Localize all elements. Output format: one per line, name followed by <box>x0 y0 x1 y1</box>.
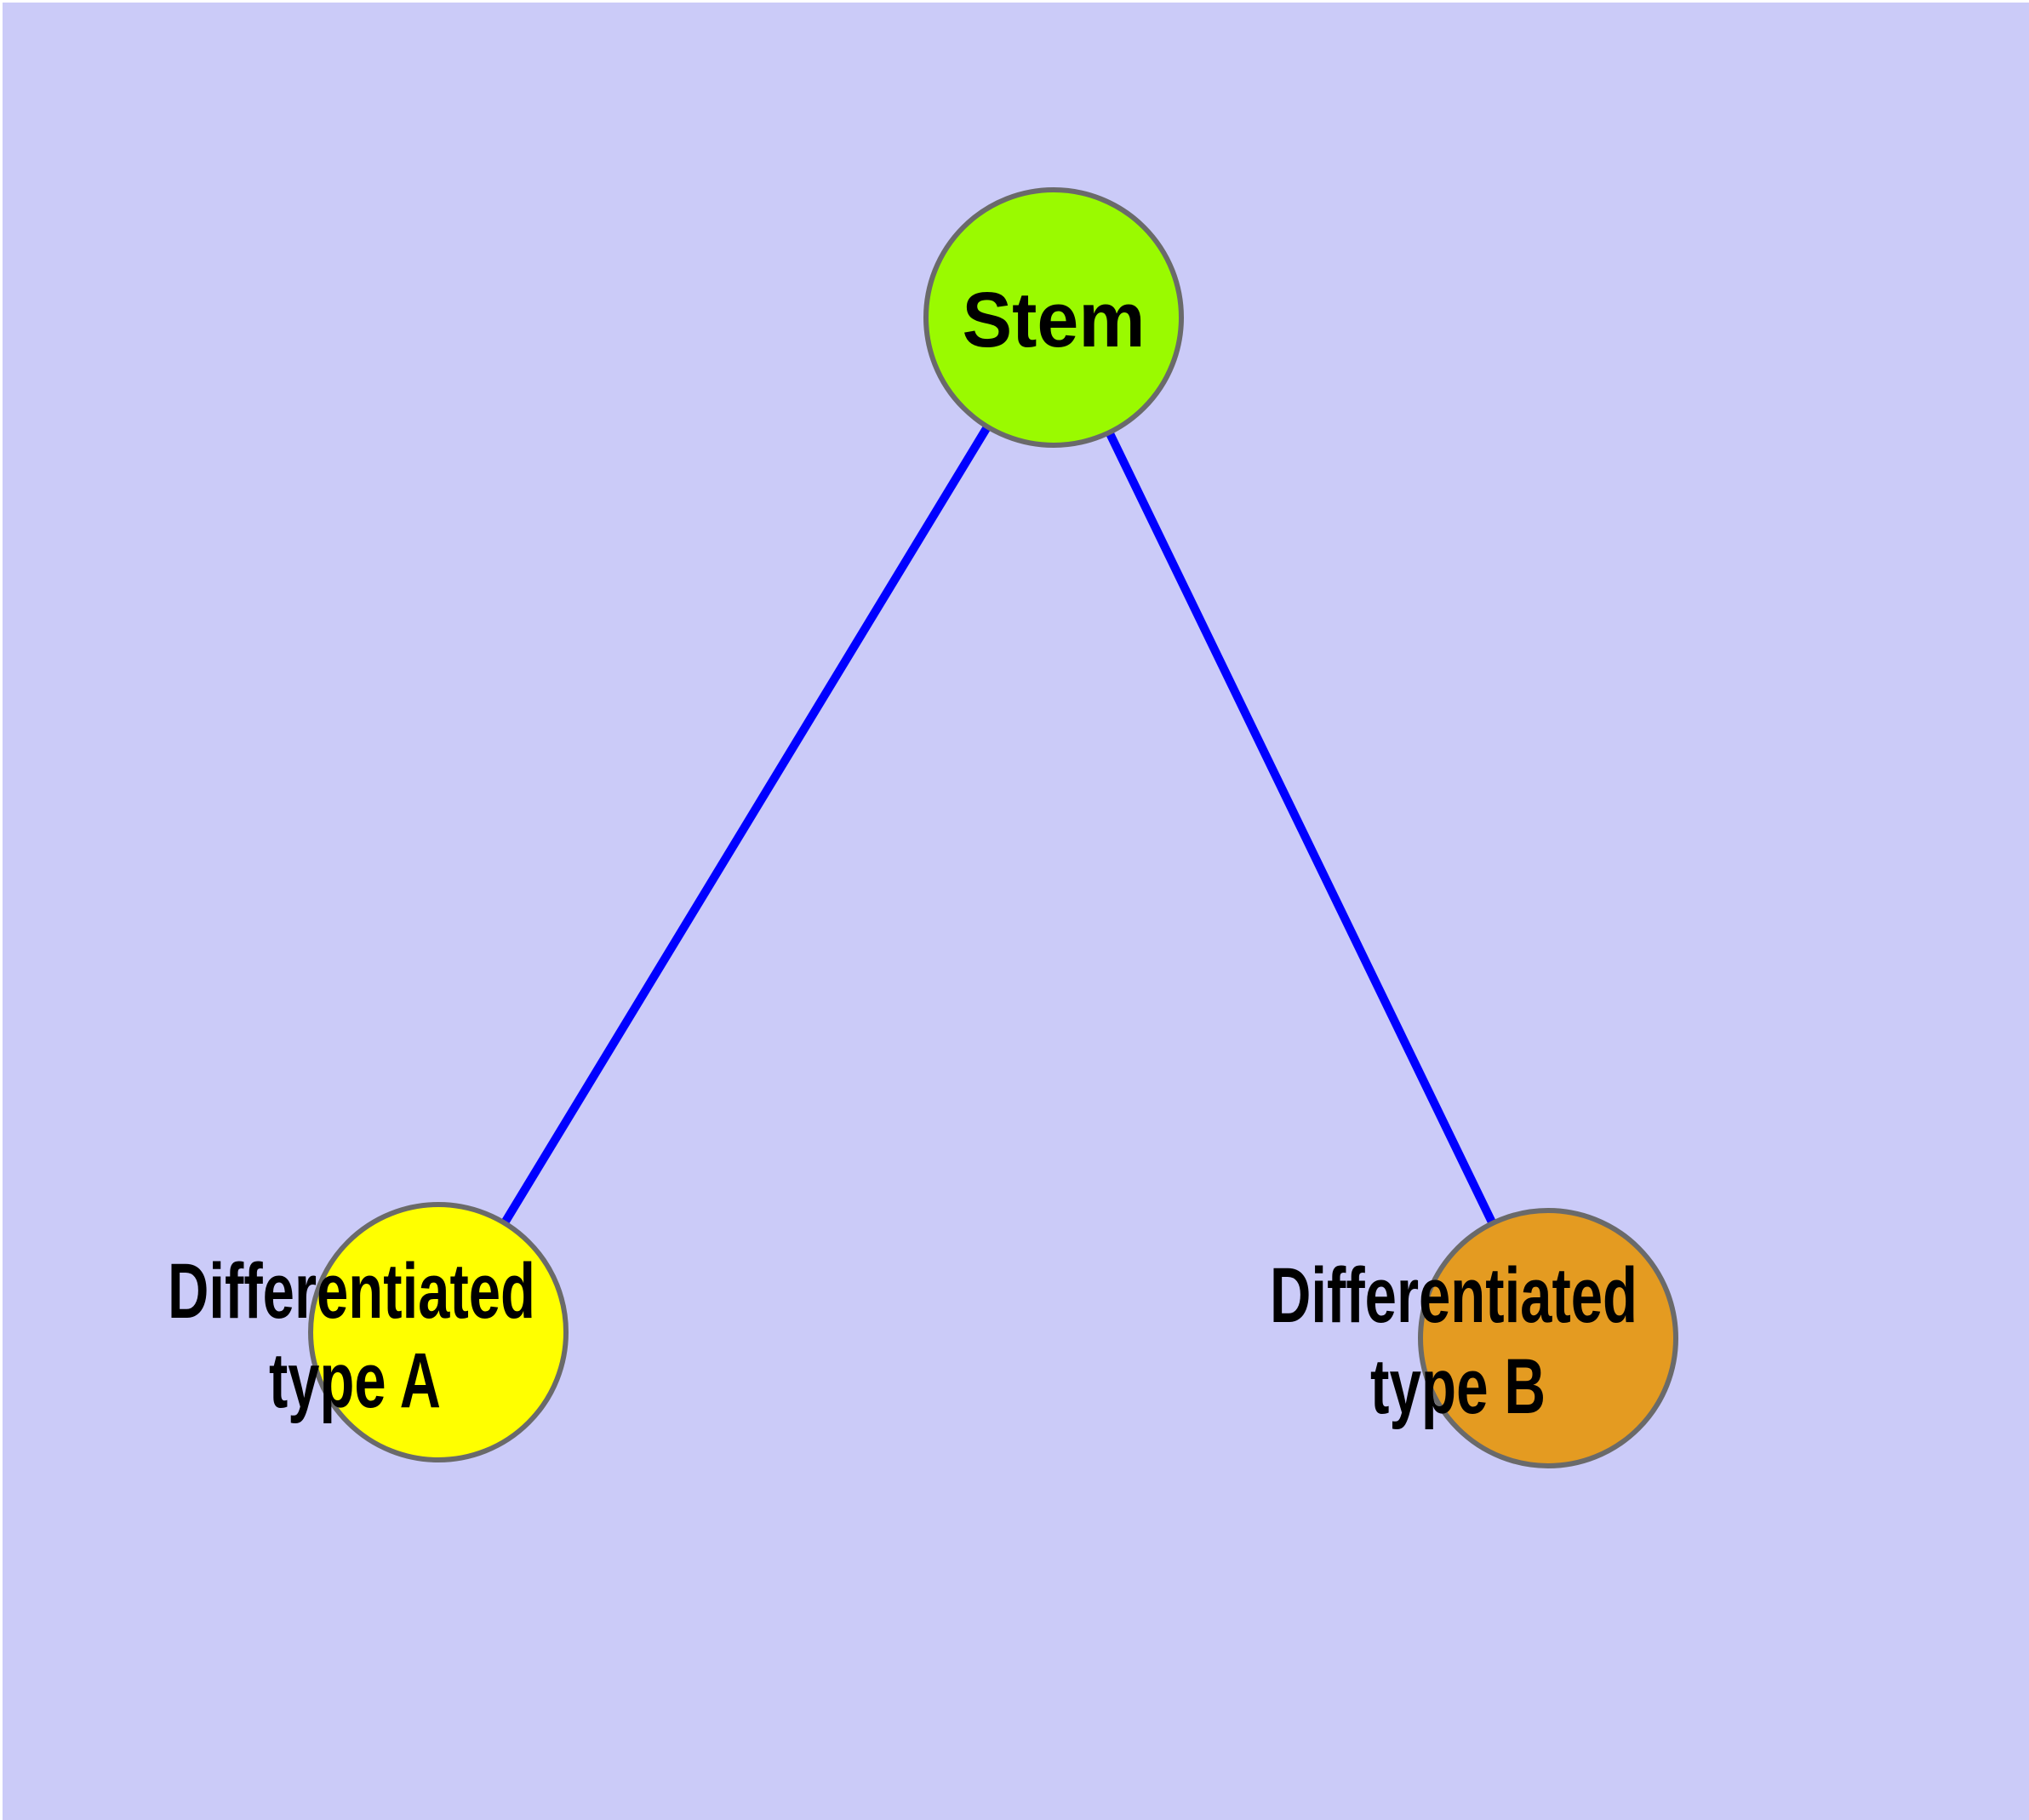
edge-stem-to-type-b <box>1049 315 1552 1341</box>
node-differentiated-type-b <box>1418 1208 1678 1468</box>
node-differentiated-type-a <box>308 1202 569 1462</box>
node-type-a-label-line2: type A <box>269 1337 441 1424</box>
node-type-b-label-line1: Differentiated <box>1270 1252 1637 1339</box>
edge-stem-to-type-a <box>434 315 1058 1335</box>
node-stem-label: Stem <box>963 277 1146 363</box>
node-stem <box>923 187 1184 448</box>
node-type-a-label-line1: Differentiated <box>168 1248 535 1335</box>
node-type-b-label-line2: type B <box>1370 1343 1546 1430</box>
